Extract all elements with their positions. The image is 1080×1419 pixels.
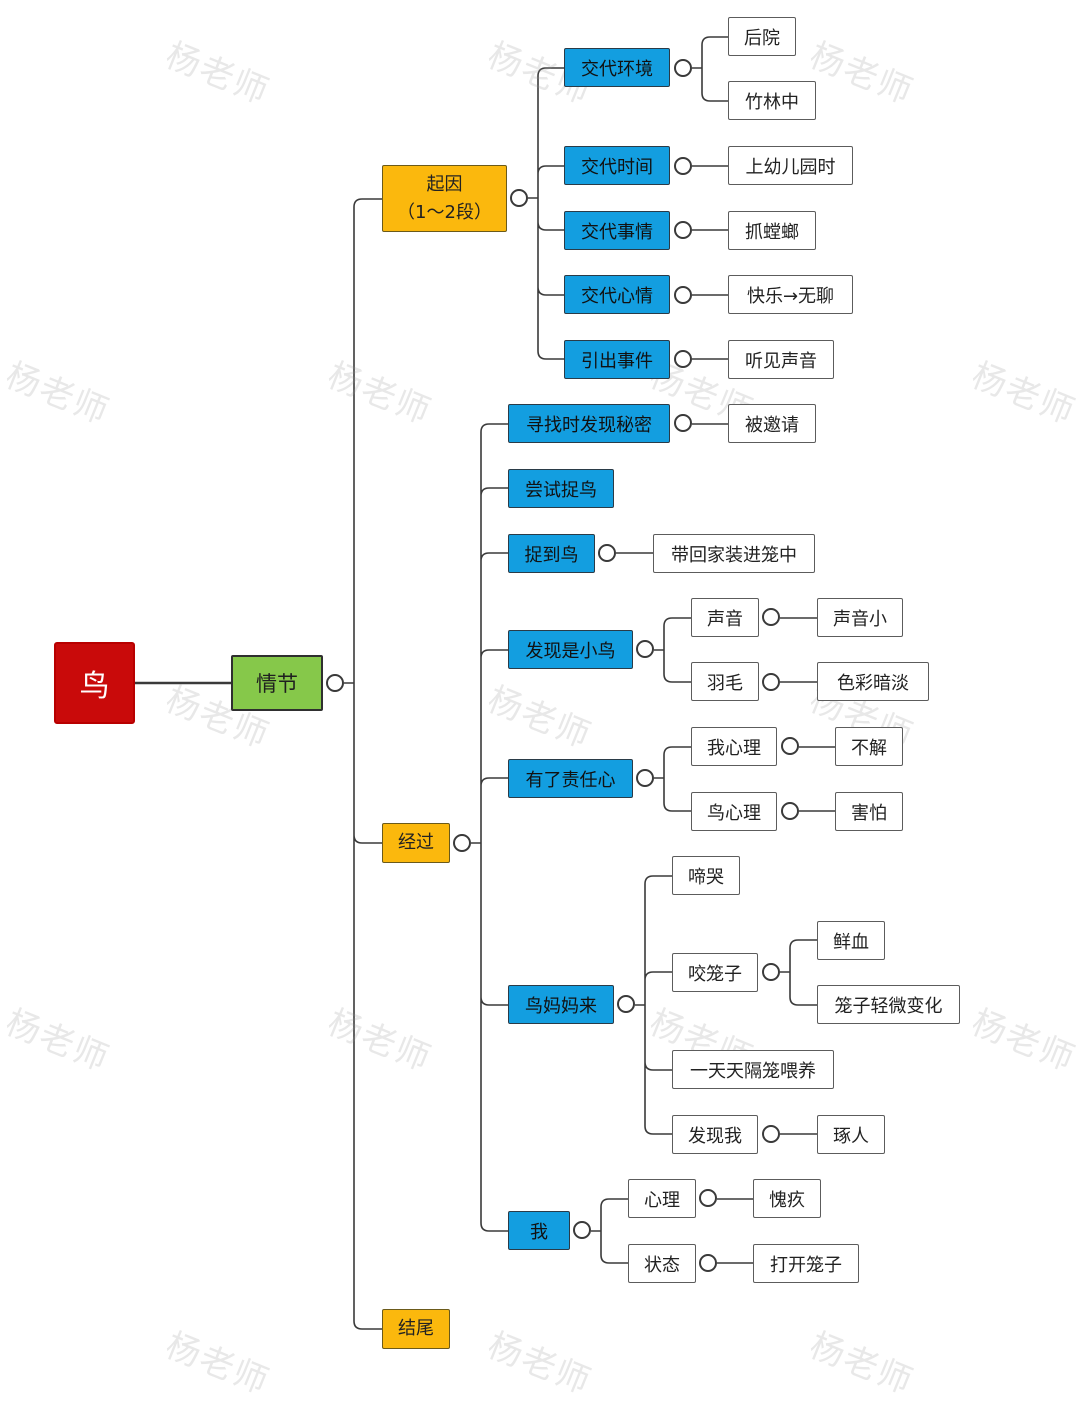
bird-mind-node[interactable]: 鸟心理 (691, 792, 777, 831)
connector-line (654, 617, 691, 683)
connector-line (471, 423, 508, 1232)
collapse-knob-caught[interactable] (598, 544, 616, 562)
collapse-knob-plot[interactable] (326, 674, 344, 692)
collapse-knob-me-state[interactable] (699, 1254, 717, 1272)
collapse-knob-bird-mind[interactable] (781, 802, 799, 820)
mother-feed-node[interactable]: 一天天隔笼喂养 (672, 1050, 834, 1089)
root-node[interactable]: 鸟 (54, 642, 135, 724)
ending-node[interactable]: 结尾 (382, 1309, 450, 1349)
cause-environment-node[interactable]: 交代环境 (564, 48, 670, 87)
mother-find-node[interactable]: 发现我 (672, 1115, 758, 1154)
environment-yard-node[interactable]: 后院 (728, 17, 796, 56)
collapse-knob-secret[interactable] (674, 414, 692, 432)
secret-node[interactable]: 寻找时发现秘密 (508, 404, 670, 443)
collapse-knob-feather[interactable] (762, 673, 780, 691)
bite-cage-change-node[interactable]: 笼子轻微变化 (817, 985, 960, 1024)
find-peck-node[interactable]: 琢人 (817, 1115, 885, 1154)
my-mind-node[interactable]: 我心理 (691, 727, 777, 766)
collapse-knob-my-mind[interactable] (781, 737, 799, 755)
mother-bird-node[interactable]: 鸟妈妈来 (508, 985, 614, 1024)
collapse-knob-event[interactable] (674, 221, 692, 239)
me-node[interactable]: 我 (508, 1211, 570, 1250)
lead-sound-node[interactable]: 听见声音 (728, 340, 834, 379)
collapse-knob-me[interactable] (573, 1221, 591, 1239)
cause-lead-node[interactable]: 引出事件 (564, 340, 670, 379)
bird-mind-afraid-node[interactable]: 害怕 (835, 792, 903, 831)
collapse-knob-me-mind[interactable] (699, 1189, 717, 1207)
caught-node[interactable]: 捉到鸟 (508, 534, 595, 573)
connector-line (591, 1198, 628, 1264)
cause-event-node[interactable]: 交代事情 (564, 211, 670, 250)
collapse-knob-bite[interactable] (762, 963, 780, 981)
state-open-cage-node[interactable]: 打开笼子 (753, 1244, 859, 1283)
collapse-knob-find[interactable] (762, 1125, 780, 1143)
mother-bite-node[interactable]: 咬笼子 (672, 953, 758, 992)
cause-node[interactable]: 起因 （1～2段） (382, 165, 507, 232)
me-mind-node[interactable]: 心理 (628, 1179, 696, 1218)
collapse-knob-mother[interactable] (617, 995, 635, 1013)
collapse-knob-process[interactable] (453, 834, 471, 852)
small-feather-node[interactable]: 羽毛 (691, 662, 759, 701)
small-bird-node[interactable]: 发现是小鸟 (508, 630, 633, 669)
collapse-knob-voice[interactable] (762, 608, 780, 626)
time-kindergarten-node[interactable]: 上幼儿园时 (728, 146, 853, 185)
connector-line (780, 939, 817, 1006)
cause-time-node[interactable]: 交代时间 (564, 146, 670, 185)
mood-change-node[interactable]: 快乐→无聊 (728, 275, 853, 314)
plot-node[interactable]: 情节 (231, 655, 323, 711)
connector-line (344, 198, 382, 1330)
collapse-knob-responsibility[interactable] (636, 769, 654, 787)
collapse-knob-cause[interactable] (510, 189, 528, 207)
try-catch-node[interactable]: 尝试捉鸟 (508, 469, 614, 508)
connector-line (654, 746, 691, 812)
caught-cage-node[interactable]: 带回家装进笼中 (653, 534, 815, 573)
connector-line (528, 67, 564, 360)
collapse-knob-time[interactable] (674, 157, 692, 175)
mind-guilt-node[interactable]: 愧疚 (753, 1179, 821, 1218)
secret-invited-node[interactable]: 被邀请 (728, 404, 816, 443)
collapse-knob-environment[interactable] (674, 59, 692, 77)
small-voice-node[interactable]: 声音 (691, 598, 759, 637)
event-mantis-node[interactable]: 抓螳螂 (728, 211, 816, 250)
collapse-knob-mood[interactable] (674, 286, 692, 304)
voice-small-node[interactable]: 声音小 (817, 598, 903, 637)
mother-cry-node[interactable]: 啼哭 (672, 856, 740, 895)
responsibility-node[interactable]: 有了责任心 (508, 759, 633, 798)
feather-dull-node[interactable]: 色彩暗淡 (817, 662, 929, 701)
connector-line (635, 875, 672, 1135)
connector-line (692, 36, 728, 102)
me-state-node[interactable]: 状态 (628, 1244, 696, 1283)
collapse-knob-small-bird[interactable] (636, 640, 654, 658)
my-mind-puzzled-node[interactable]: 不解 (835, 727, 903, 766)
process-node[interactable]: 经过 (382, 823, 450, 863)
collapse-knob-lead[interactable] (674, 350, 692, 368)
bite-blood-node[interactable]: 鲜血 (817, 921, 885, 960)
cause-mood-node[interactable]: 交代心情 (564, 275, 670, 314)
environment-bamboo-node[interactable]: 竹林中 (728, 81, 816, 120)
